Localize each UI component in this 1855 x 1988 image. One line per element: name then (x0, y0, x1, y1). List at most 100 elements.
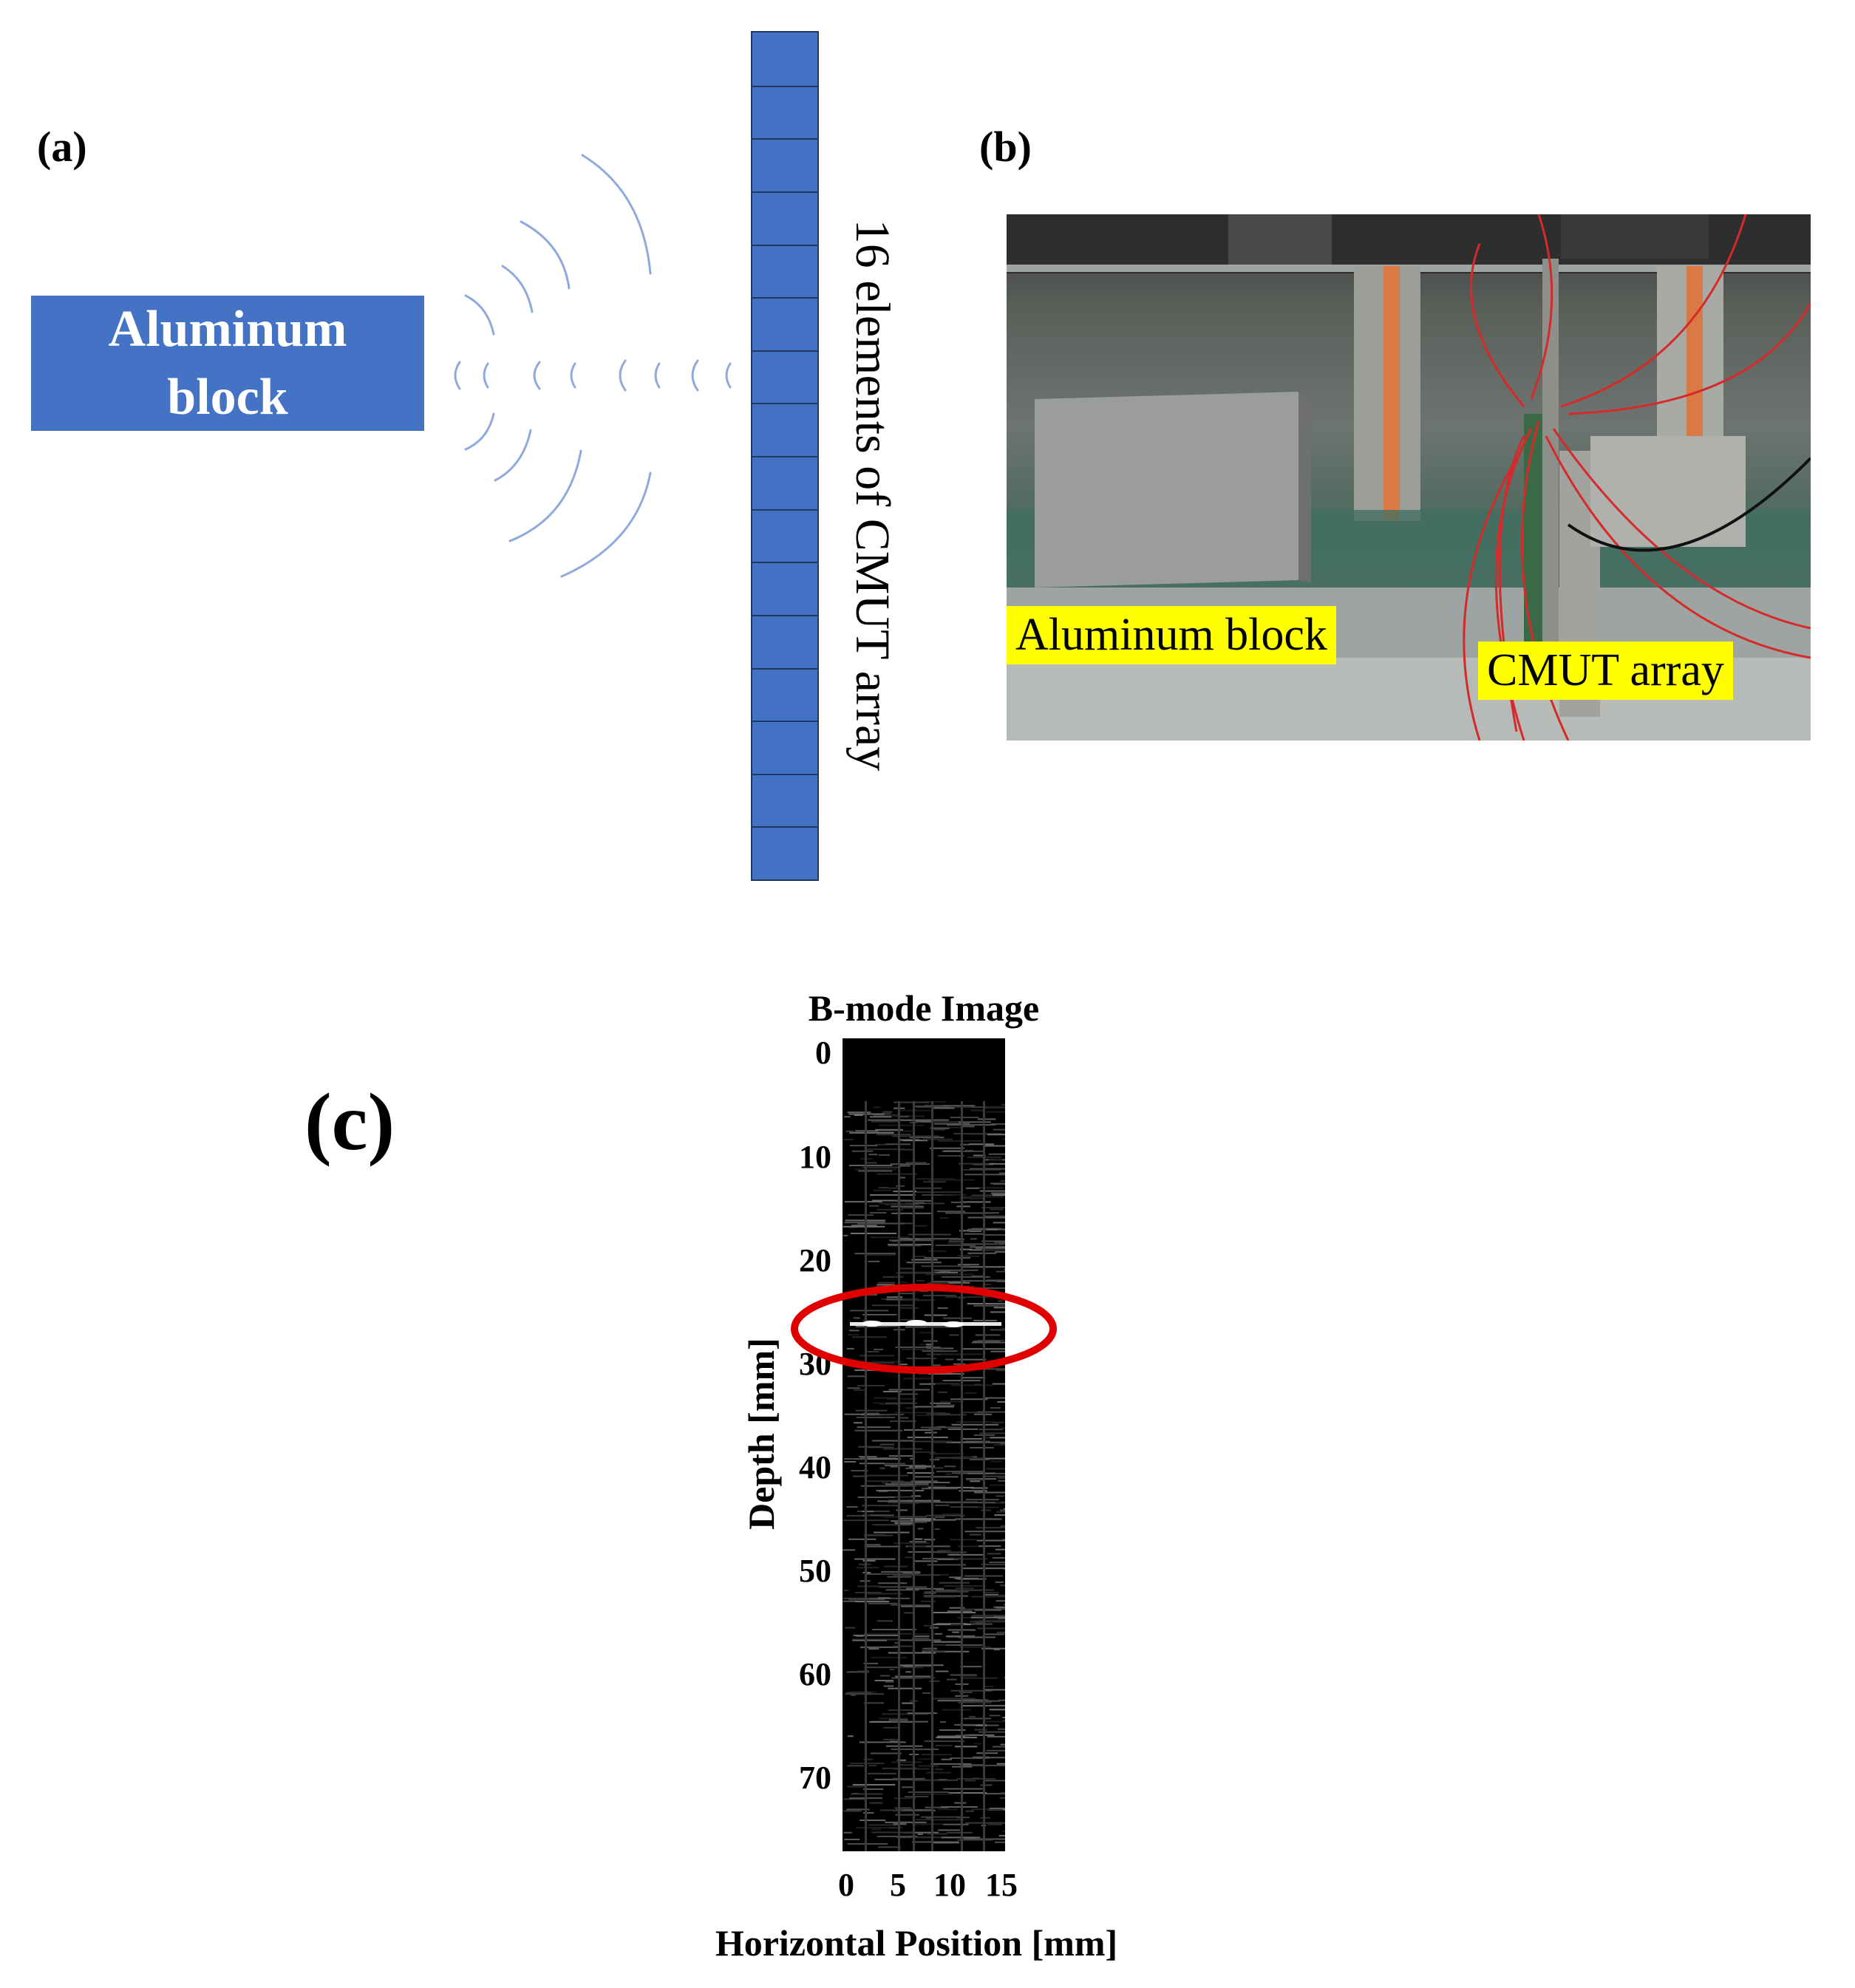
speckle (998, 1834, 1005, 1836)
speckle (966, 1187, 980, 1189)
speckle (886, 1299, 935, 1301)
speckle (868, 1824, 898, 1826)
speckle (953, 1133, 1003, 1135)
speckle (888, 1244, 934, 1246)
speckle (857, 1670, 870, 1672)
speckle (865, 1162, 877, 1164)
speckle (976, 1724, 987, 1726)
speckle (943, 1317, 972, 1319)
speckle (920, 1600, 936, 1602)
speckle (945, 1644, 983, 1646)
speckle (956, 1205, 970, 1208)
speckle (953, 1363, 966, 1365)
speckle (986, 1468, 1005, 1470)
speckle (904, 1501, 936, 1503)
y-tick: 50 (799, 1553, 831, 1589)
speckle (948, 1792, 987, 1794)
speckle (843, 1597, 869, 1599)
speckle (948, 1281, 970, 1284)
speckle (969, 1458, 990, 1460)
speckle (883, 1726, 899, 1729)
speckle (902, 1348, 945, 1350)
speckle (934, 1129, 946, 1131)
speckle (996, 1607, 1005, 1609)
speckle (845, 1130, 854, 1132)
speckle (897, 1109, 933, 1112)
speckle (925, 1650, 945, 1652)
speckle (1002, 1720, 1005, 1721)
speckle (950, 1201, 967, 1203)
speckle (893, 1574, 941, 1576)
speckle (895, 1347, 941, 1348)
speckle (990, 1460, 1002, 1463)
speckle (860, 1646, 899, 1648)
speckle (925, 1740, 964, 1743)
speckle (859, 1456, 877, 1457)
speckle (857, 1567, 879, 1569)
speckle (868, 1772, 896, 1774)
speckle (966, 1479, 984, 1481)
speckle (899, 1364, 908, 1366)
speckle (933, 1644, 950, 1646)
speckle (976, 1752, 998, 1754)
speckle (913, 1635, 930, 1637)
speckle (874, 1778, 921, 1780)
speckle (997, 1728, 1005, 1730)
speckle (857, 1222, 906, 1225)
speckle (868, 1154, 878, 1156)
speckle (967, 1303, 1005, 1305)
speckle (935, 1744, 953, 1746)
speckle (942, 1194, 967, 1196)
speckle (850, 1145, 877, 1147)
speckle (936, 1105, 976, 1107)
speckle (993, 1129, 1005, 1131)
speckle (998, 1477, 1005, 1479)
speckle (878, 1846, 901, 1848)
speckle (900, 1499, 941, 1502)
speckle (984, 1592, 999, 1594)
reflection-spot (943, 1321, 964, 1327)
speckle (969, 1143, 995, 1146)
speckle (967, 1368, 1005, 1370)
speckle (969, 1230, 981, 1232)
speckle (936, 1670, 949, 1672)
speckle (921, 1754, 952, 1756)
wave-arc (619, 359, 627, 392)
speckle (898, 1524, 911, 1526)
speckle (912, 1560, 938, 1562)
speckle (868, 1765, 877, 1766)
speckle (879, 1403, 901, 1405)
speckle (848, 1538, 877, 1540)
speckle (974, 1729, 987, 1731)
speckle (888, 1709, 913, 1711)
speckle (864, 1702, 884, 1704)
speckle (898, 1281, 908, 1284)
speckle (847, 1843, 888, 1845)
speckle (952, 1472, 968, 1474)
speckle (991, 1339, 1005, 1341)
speckle (872, 1629, 916, 1630)
speckle (956, 1607, 965, 1609)
speckle (990, 1208, 1004, 1211)
speckle (843, 1139, 854, 1141)
speckle (905, 1407, 918, 1409)
speckle (846, 1671, 869, 1673)
speckle (890, 1738, 899, 1740)
speckle (863, 1788, 884, 1790)
speckle (959, 1197, 971, 1199)
speckle (1000, 1584, 1005, 1587)
speckle (994, 1241, 1005, 1243)
speckle (935, 1457, 968, 1459)
speckle (963, 1718, 992, 1720)
cmut-element-divider (752, 667, 817, 670)
speckle (871, 1120, 899, 1123)
speckle (912, 1485, 946, 1487)
speckle (920, 1426, 961, 1429)
speckle (962, 1677, 998, 1679)
speckle (978, 1731, 1005, 1733)
speckle (889, 1669, 895, 1670)
speckle (925, 1432, 933, 1434)
cmut-element-divider (752, 508, 817, 511)
speckle (908, 1545, 926, 1547)
speckle (891, 1212, 932, 1214)
